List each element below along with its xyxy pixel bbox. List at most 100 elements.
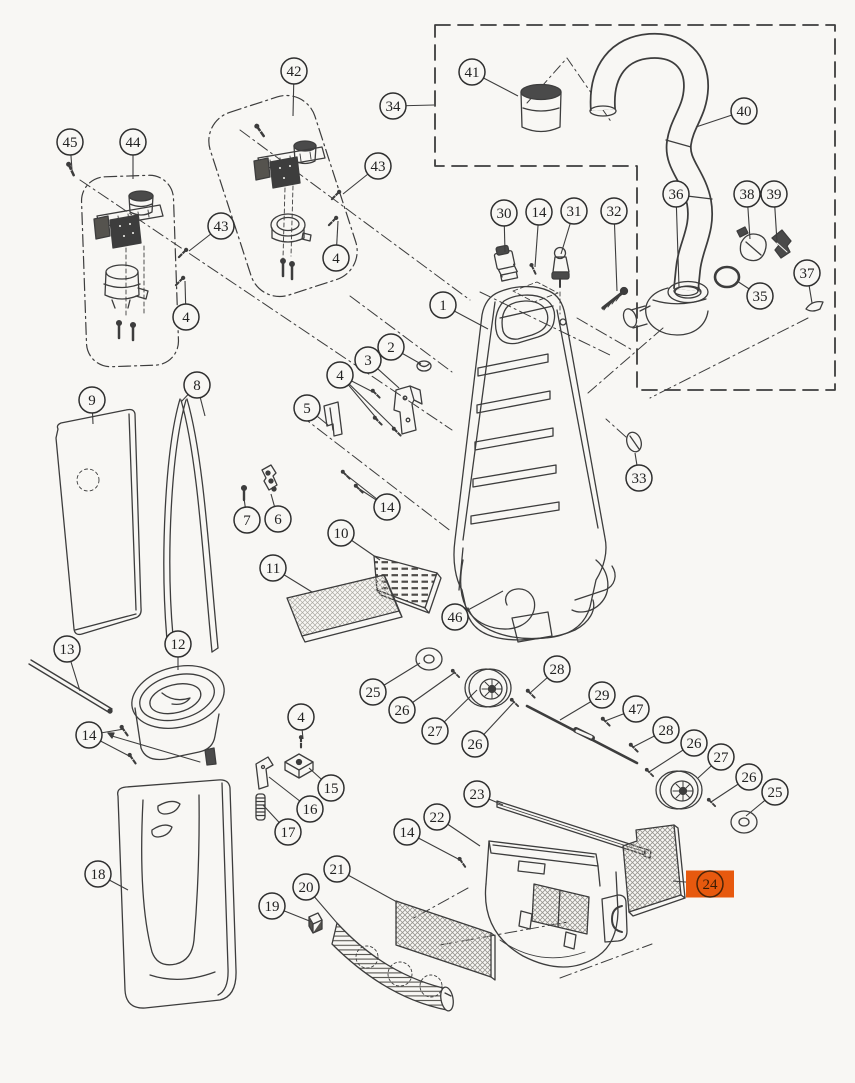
- callout-42[interactable]: 42: [280, 57, 308, 117]
- callout-37[interactable]: 37: [793, 259, 821, 304]
- callout-34[interactable]: 34: [379, 92, 435, 120]
- callout-1[interactable]: 1: [429, 291, 489, 330]
- callout-number: 37: [800, 266, 816, 282]
- callout-43[interactable]: 43: [188, 212, 235, 252]
- callout-number: 12: [171, 637, 186, 653]
- callout-17[interactable]: 17: [262, 804, 302, 846]
- callout-number: 28: [550, 662, 565, 678]
- callout-circle: [75, 721, 103, 749]
- callout-circle: [662, 180, 690, 208]
- callout-2[interactable]: 2: [377, 333, 422, 365]
- callout-20[interactable]: 20: [292, 873, 338, 924]
- callout-23[interactable]: 23: [463, 780, 504, 808]
- callout-circle: [274, 818, 302, 846]
- callout-circle: [119, 128, 147, 156]
- callout-11[interactable]: 11: [259, 554, 313, 593]
- callout-30[interactable]: 30: [490, 199, 518, 253]
- part-hose-40: [589, 32, 714, 297]
- callout-25[interactable]: 25: [745, 778, 789, 817]
- callout-12[interactable]: 12: [164, 630, 192, 670]
- callout-circle: [264, 505, 292, 533]
- callout-26[interactable]: 26: [388, 672, 455, 724]
- callout-3[interactable]: 3: [354, 346, 400, 389]
- callout-24-selected[interactable]: 24: [672, 870, 734, 898]
- callout-26[interactable]: 26: [461, 701, 515, 758]
- callout-circle: [761, 778, 789, 806]
- callout-14[interactable]: 14: [75, 721, 132, 758]
- callout-8[interactable]: 8: [180, 371, 211, 417]
- callout-36[interactable]: 36: [662, 180, 690, 288]
- callout-13[interactable]: 13: [53, 635, 81, 692]
- callout-28[interactable]: 28: [632, 716, 680, 748]
- callout-10[interactable]: 10: [327, 519, 381, 561]
- callout-7[interactable]: 7: [233, 497, 261, 534]
- leader-line: [675, 193, 680, 288]
- callout-circle: [793, 259, 821, 287]
- callout-18[interactable]: 18: [84, 860, 129, 891]
- callout-number: 4: [332, 251, 340, 267]
- callout-28[interactable]: 28: [529, 655, 571, 694]
- callout-number: 26: [742, 770, 758, 786]
- part-seal-35: [713, 265, 741, 289]
- callout-27[interactable]: 27: [421, 689, 478, 745]
- callout-number: 28: [659, 723, 674, 739]
- part-assembly-44: [93, 190, 164, 342]
- callout-circle: [296, 795, 324, 823]
- callout-19[interactable]: 19: [258, 892, 313, 923]
- callout-26[interactable]: 26: [648, 729, 708, 773]
- callout-44[interactable]: 44: [119, 128, 147, 179]
- callout-number: 4: [182, 310, 190, 326]
- callout-29[interactable]: 29: [559, 681, 616, 721]
- part-bracket-3: [323, 385, 423, 437]
- callout-4[interactable]: 4: [322, 220, 350, 272]
- callout-circle: [293, 394, 321, 422]
- callout-41[interactable]: 41: [458, 58, 519, 97]
- callout-40[interactable]: 40: [695, 97, 758, 128]
- callout-4[interactable]: 4: [326, 361, 398, 432]
- callout-6[interactable]: 6: [264, 493, 292, 533]
- part-switch-30: [493, 244, 519, 282]
- part-screw-32: [601, 286, 629, 311]
- callout-circle: [258, 892, 286, 920]
- callout-38[interactable]: 38: [733, 180, 761, 240]
- callout-47[interactable]: 47: [604, 695, 650, 723]
- part-grille-20: [331, 922, 454, 1012]
- part-washer-25: [415, 647, 443, 671]
- callout-33[interactable]: 33: [625, 452, 653, 492]
- callout-16[interactable]: 16: [268, 776, 324, 823]
- callout-27[interactable]: 27: [697, 743, 735, 779]
- callout-26[interactable]: 26: [710, 763, 763, 803]
- callout-35[interactable]: 35: [736, 280, 774, 310]
- part-plate-5: [323, 401, 343, 437]
- callout-number: 41: [465, 65, 480, 81]
- callout-circle: [388, 696, 416, 724]
- callout-31[interactable]: 31: [560, 197, 588, 255]
- callout-number: 14: [380, 500, 396, 516]
- callout-14[interactable]: 14: [393, 818, 463, 862]
- callout-circle: [588, 681, 616, 709]
- callout-circle: [373, 493, 401, 521]
- callout-circle: [164, 630, 192, 658]
- callout-4[interactable]: 4: [287, 703, 315, 740]
- callout-25[interactable]: 25: [359, 662, 421, 706]
- callout-number: 43: [214, 219, 229, 235]
- callout-number: 25: [366, 685, 381, 701]
- callout-32[interactable]: 32: [600, 197, 628, 292]
- part-clamp-38: [736, 226, 767, 262]
- callout-46[interactable]: 46: [441, 590, 504, 631]
- callout-9[interactable]: 9: [78, 386, 106, 425]
- callout-43[interactable]: 43: [342, 152, 392, 195]
- callout-circle: [323, 855, 351, 883]
- callout-22[interactable]: 22: [423, 803, 481, 847]
- callout-45[interactable]: 45: [56, 128, 84, 171]
- callout-5[interactable]: 5: [293, 394, 329, 426]
- part-rod-13: [28, 659, 113, 714]
- callout-21[interactable]: 21: [323, 855, 398, 903]
- callout-4[interactable]: 4: [172, 280, 200, 331]
- callout-number: 1: [439, 298, 447, 314]
- part-cover-18: [117, 779, 237, 1009]
- callout-15[interactable]: 15: [308, 767, 345, 802]
- callout-14[interactable]: 14: [344, 473, 401, 521]
- callout-14[interactable]: 14: [525, 198, 553, 268]
- callout-39[interactable]: 39: [760, 180, 788, 243]
